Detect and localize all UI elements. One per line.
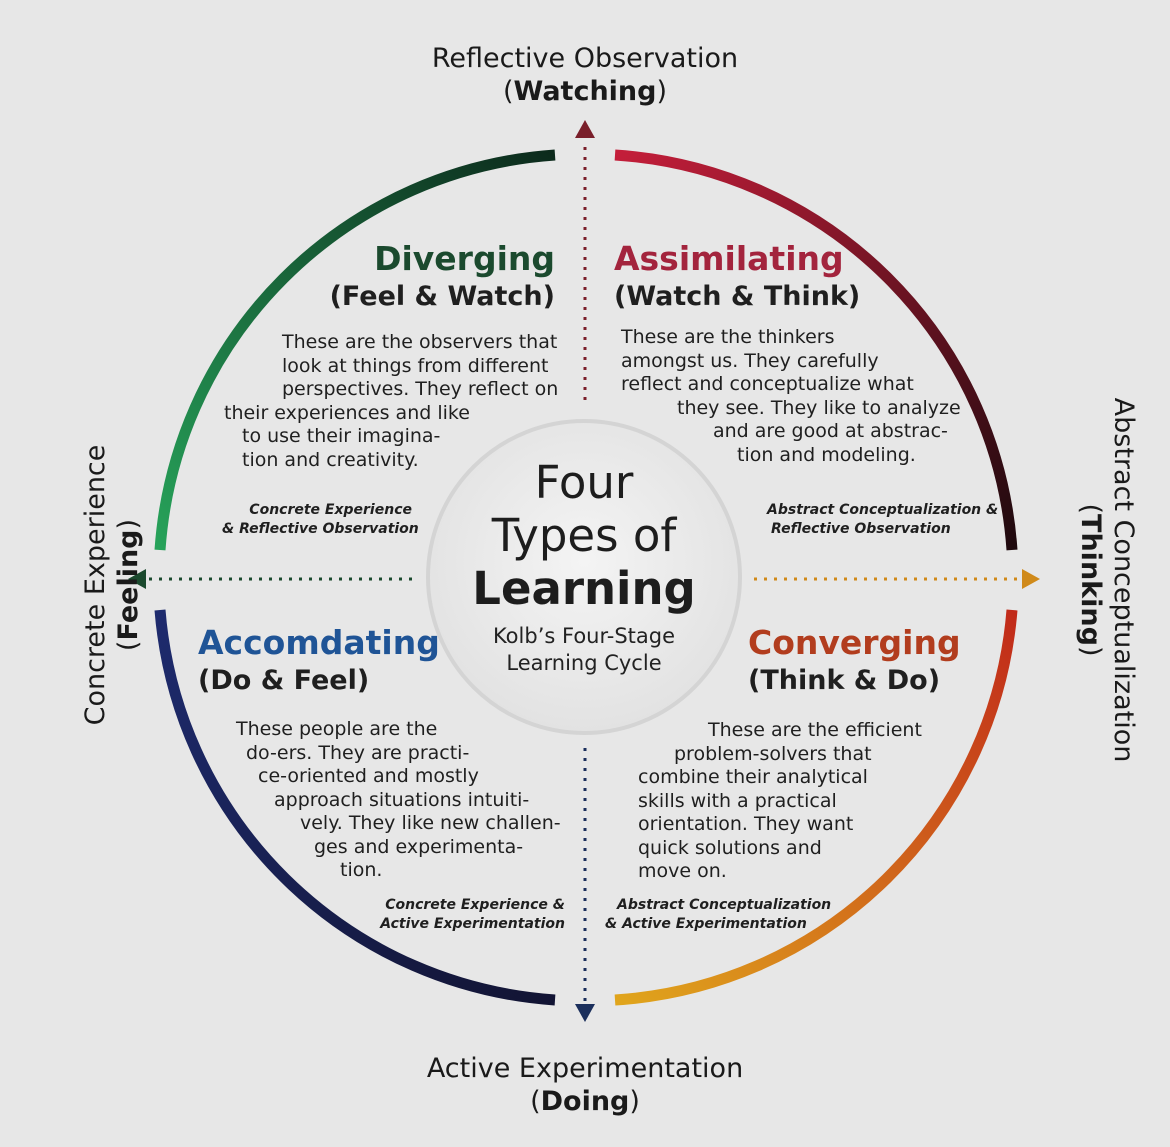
diverging-desc-line: to use their imagina-: [242, 425, 441, 447]
converging-combination: Abstract Conceptualization & Active Expe…: [605, 896, 835, 934]
converging-desc-line: problem-solvers that: [674, 742, 872, 765]
converging-desc-line: orientation. They want: [638, 813, 854, 835]
arc-converging: [614, 609, 1018, 1006]
arc-assimilating: [614, 149, 1018, 551]
accomodating-desc-line: These people are the: [236, 718, 438, 740]
axis-label-right: Abstract Conceptualization (Thinking): [1070, 360, 1140, 800]
diverging-desc-line: perspectives. They reflect on: [282, 378, 559, 400]
quadrant-accomodating-heading: Accomdating (Do & Feel): [198, 624, 458, 700]
center-disk: [426, 419, 742, 735]
assimilating-desc-line: These are the thinkers: [621, 326, 835, 348]
diverging-description: These are the observers that look at thi…: [224, 331, 564, 472]
arrow-down-icon: [575, 1004, 595, 1022]
assimilating-desc-line: reflect and conceptualize what: [621, 373, 914, 395]
diverging-combination: Concrete Experience & Reflective Observa…: [222, 501, 419, 539]
diverging-title: Diverging: [374, 239, 555, 278]
axis-label-top: Reflective Observation (Watching): [380, 42, 790, 108]
axis-bottom-mode: Doing: [540, 1086, 630, 1117]
center-title-line2: Types of: [491, 509, 677, 562]
quadrant-assimilating-heading: Assimilating (Watch & Think): [614, 240, 914, 316]
center-subtitle-line1: Kolb’s Four-Stage: [492, 624, 676, 648]
diverging-combo-line: & Reflective Observation: [222, 521, 419, 537]
arrow-up-icon: [575, 120, 595, 138]
assimilating-desc-line: tion and modeling.: [737, 443, 916, 466]
center-subtitle-line2: Learning Cycle: [506, 651, 662, 675]
accomodating-description: These people are the do-ers. They are pr…: [236, 718, 566, 883]
center-subtitle: Kolb’s Four-Stage Learning Cycle: [424, 623, 744, 677]
converging-description: These are the efficient problem-solvers …: [638, 719, 968, 884]
accomodating-subtitle: (Do & Feel): [198, 665, 370, 696]
accomodating-desc-line: ce-oriented and mostly: [258, 765, 479, 787]
accomodating-combo-line: Concrete Experience &: [385, 897, 565, 913]
accomodating-desc-line: vely. They like new challen-: [300, 812, 561, 834]
assimilating-title: Assimilating: [614, 239, 844, 278]
diverging-desc-line: look at things from different: [282, 354, 549, 377]
assimilating-desc-line: they see. They like to analyze: [677, 396, 961, 419]
accomodating-desc-line: ges and experimenta-: [314, 835, 524, 858]
axis-right-mode: Thinking: [1075, 514, 1106, 646]
accomodating-desc-line: approach situations intuiti-: [274, 788, 530, 811]
accomodating-combination: Concrete Experience & Active Experimenta…: [350, 896, 565, 934]
center-title-line1: Four: [534, 456, 634, 509]
assimilating-desc-line: and are good at abstrac-: [713, 420, 948, 442]
diverging-desc-line: tion and creativity.: [242, 448, 419, 471]
axis-left-mode: Feeling: [113, 529, 144, 641]
diverging-desc-line: These are the observers that: [282, 331, 558, 353]
center-title: Four Types of Learning Kolb’s Four-Stage…: [424, 456, 744, 677]
arc-accomodating: [154, 609, 556, 1006]
accomodating-combo-line: Active Experimentation: [380, 916, 565, 932]
axis-left-title: Concrete Experience: [80, 444, 111, 726]
converging-desc-line: These are the efficient: [708, 719, 922, 741]
assimilating-combo-line: Reflective Observation: [771, 521, 951, 537]
axis-label-bottom: Active Experimentation (Doing): [380, 1052, 790, 1118]
axis-top-title: Reflective Observation: [431, 43, 739, 74]
axis-top-mode: Watching: [513, 76, 657, 107]
center-title-line3: Learning: [472, 562, 696, 615]
assimilating-description: These are the thinkers amongst us. They …: [621, 326, 981, 467]
accomodating-desc-line: do-ers. They are practi-: [246, 741, 470, 764]
quadrant-diverging-heading: Diverging (Feel & Watch): [300, 240, 555, 316]
diverging-combo-line: Concrete Experience: [249, 502, 412, 518]
assimilating-desc-line: amongst us. They carefully: [621, 349, 879, 372]
axis-label-left: Concrete Experience (Feeling): [79, 385, 149, 785]
quadrant-converging-heading: Converging (Think & Do): [748, 624, 1008, 700]
accomodating-desc-line: tion.: [340, 859, 383, 881]
arrow-left-icon: [128, 569, 146, 589]
converging-combo-line: & Active Experimentation: [605, 916, 807, 932]
assimilating-combo-line: Abstract Conceptualization &: [767, 502, 999, 518]
converging-title: Converging: [748, 623, 961, 662]
assimilating-subtitle: (Watch & Think): [614, 281, 861, 312]
axis-right-title: Abstract Conceptualization: [1108, 397, 1139, 763]
accomodating-title: Accomdating: [198, 623, 440, 662]
converging-subtitle: (Think & Do): [748, 665, 941, 696]
converging-desc-line: skills with a practical: [638, 789, 837, 812]
diverging-desc-line: their experiences and like: [224, 401, 470, 424]
arc-diverging: [154, 149, 556, 551]
assimilating-combination: Abstract Conceptualization & Reflective …: [767, 501, 999, 539]
converging-desc-line: move on.: [638, 860, 727, 882]
converging-desc-line: quick solutions and: [638, 836, 822, 859]
arrow-right-icon: [1022, 569, 1040, 589]
diverging-subtitle: (Feel & Watch): [329, 281, 555, 312]
axis-bottom-title: Active Experimentation: [426, 1053, 744, 1084]
converging-combo-line: Abstract Conceptualization: [617, 897, 832, 913]
converging-desc-line: combine their analytical: [638, 766, 868, 788]
